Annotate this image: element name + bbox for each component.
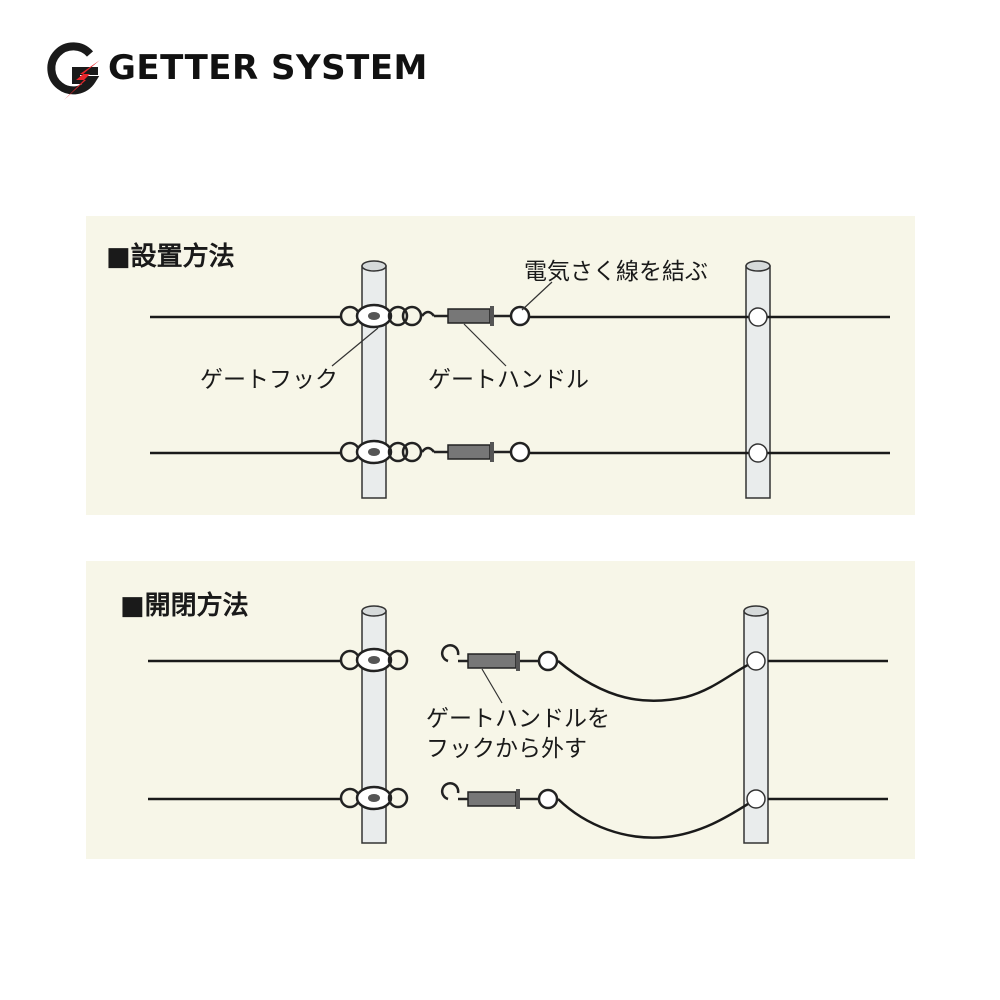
brand-logo: GETTER SYSTEM	[46, 34, 466, 104]
insulator	[748, 307, 768, 327]
insulator	[748, 443, 768, 463]
leader-gate-hook	[331, 327, 379, 367]
label-remove-handle-line2: フックから外す	[426, 736, 587, 762]
detached-gate-handle	[441, 644, 559, 672]
wire-row-2	[150, 439, 890, 465]
gate-hook	[339, 785, 409, 811]
g-lightning-logo-icon	[47, 42, 100, 100]
label-remove-handle-line1: ゲートハンドルを	[426, 706, 610, 732]
opening-title: ■開閉方法	[120, 591, 249, 621]
gate-hook	[339, 303, 423, 329]
insulator	[746, 651, 766, 671]
gate-hook	[339, 647, 409, 673]
label-tie-wire: 電気さく線を結ぶ	[524, 259, 708, 285]
wire-row-1	[150, 303, 890, 329]
installation-diagram	[150, 260, 890, 499]
opening-diagram	[148, 605, 888, 844]
gate-hook	[339, 439, 423, 465]
gate-handle	[421, 305, 531, 327]
detached-gate-handle	[441, 782, 559, 810]
leader-remove-handle	[481, 668, 503, 704]
installation-title: ■設置方法	[106, 242, 235, 272]
label-gate-hook: ゲートフック	[200, 367, 338, 393]
opening-panel: ■開閉方法	[86, 561, 915, 859]
insulator	[746, 789, 766, 809]
installation-panel: ■設置方法	[86, 216, 915, 515]
leader-gate-handle	[463, 323, 507, 367]
gate-handle	[421, 441, 531, 463]
leader-tie-wire	[521, 281, 553, 311]
label-gate-handle: ゲートハンドル	[428, 367, 589, 393]
wire-row-1	[148, 644, 888, 703]
brand-name: GETTER SYSTEM	[108, 48, 428, 88]
wire-row-2	[148, 782, 888, 839]
